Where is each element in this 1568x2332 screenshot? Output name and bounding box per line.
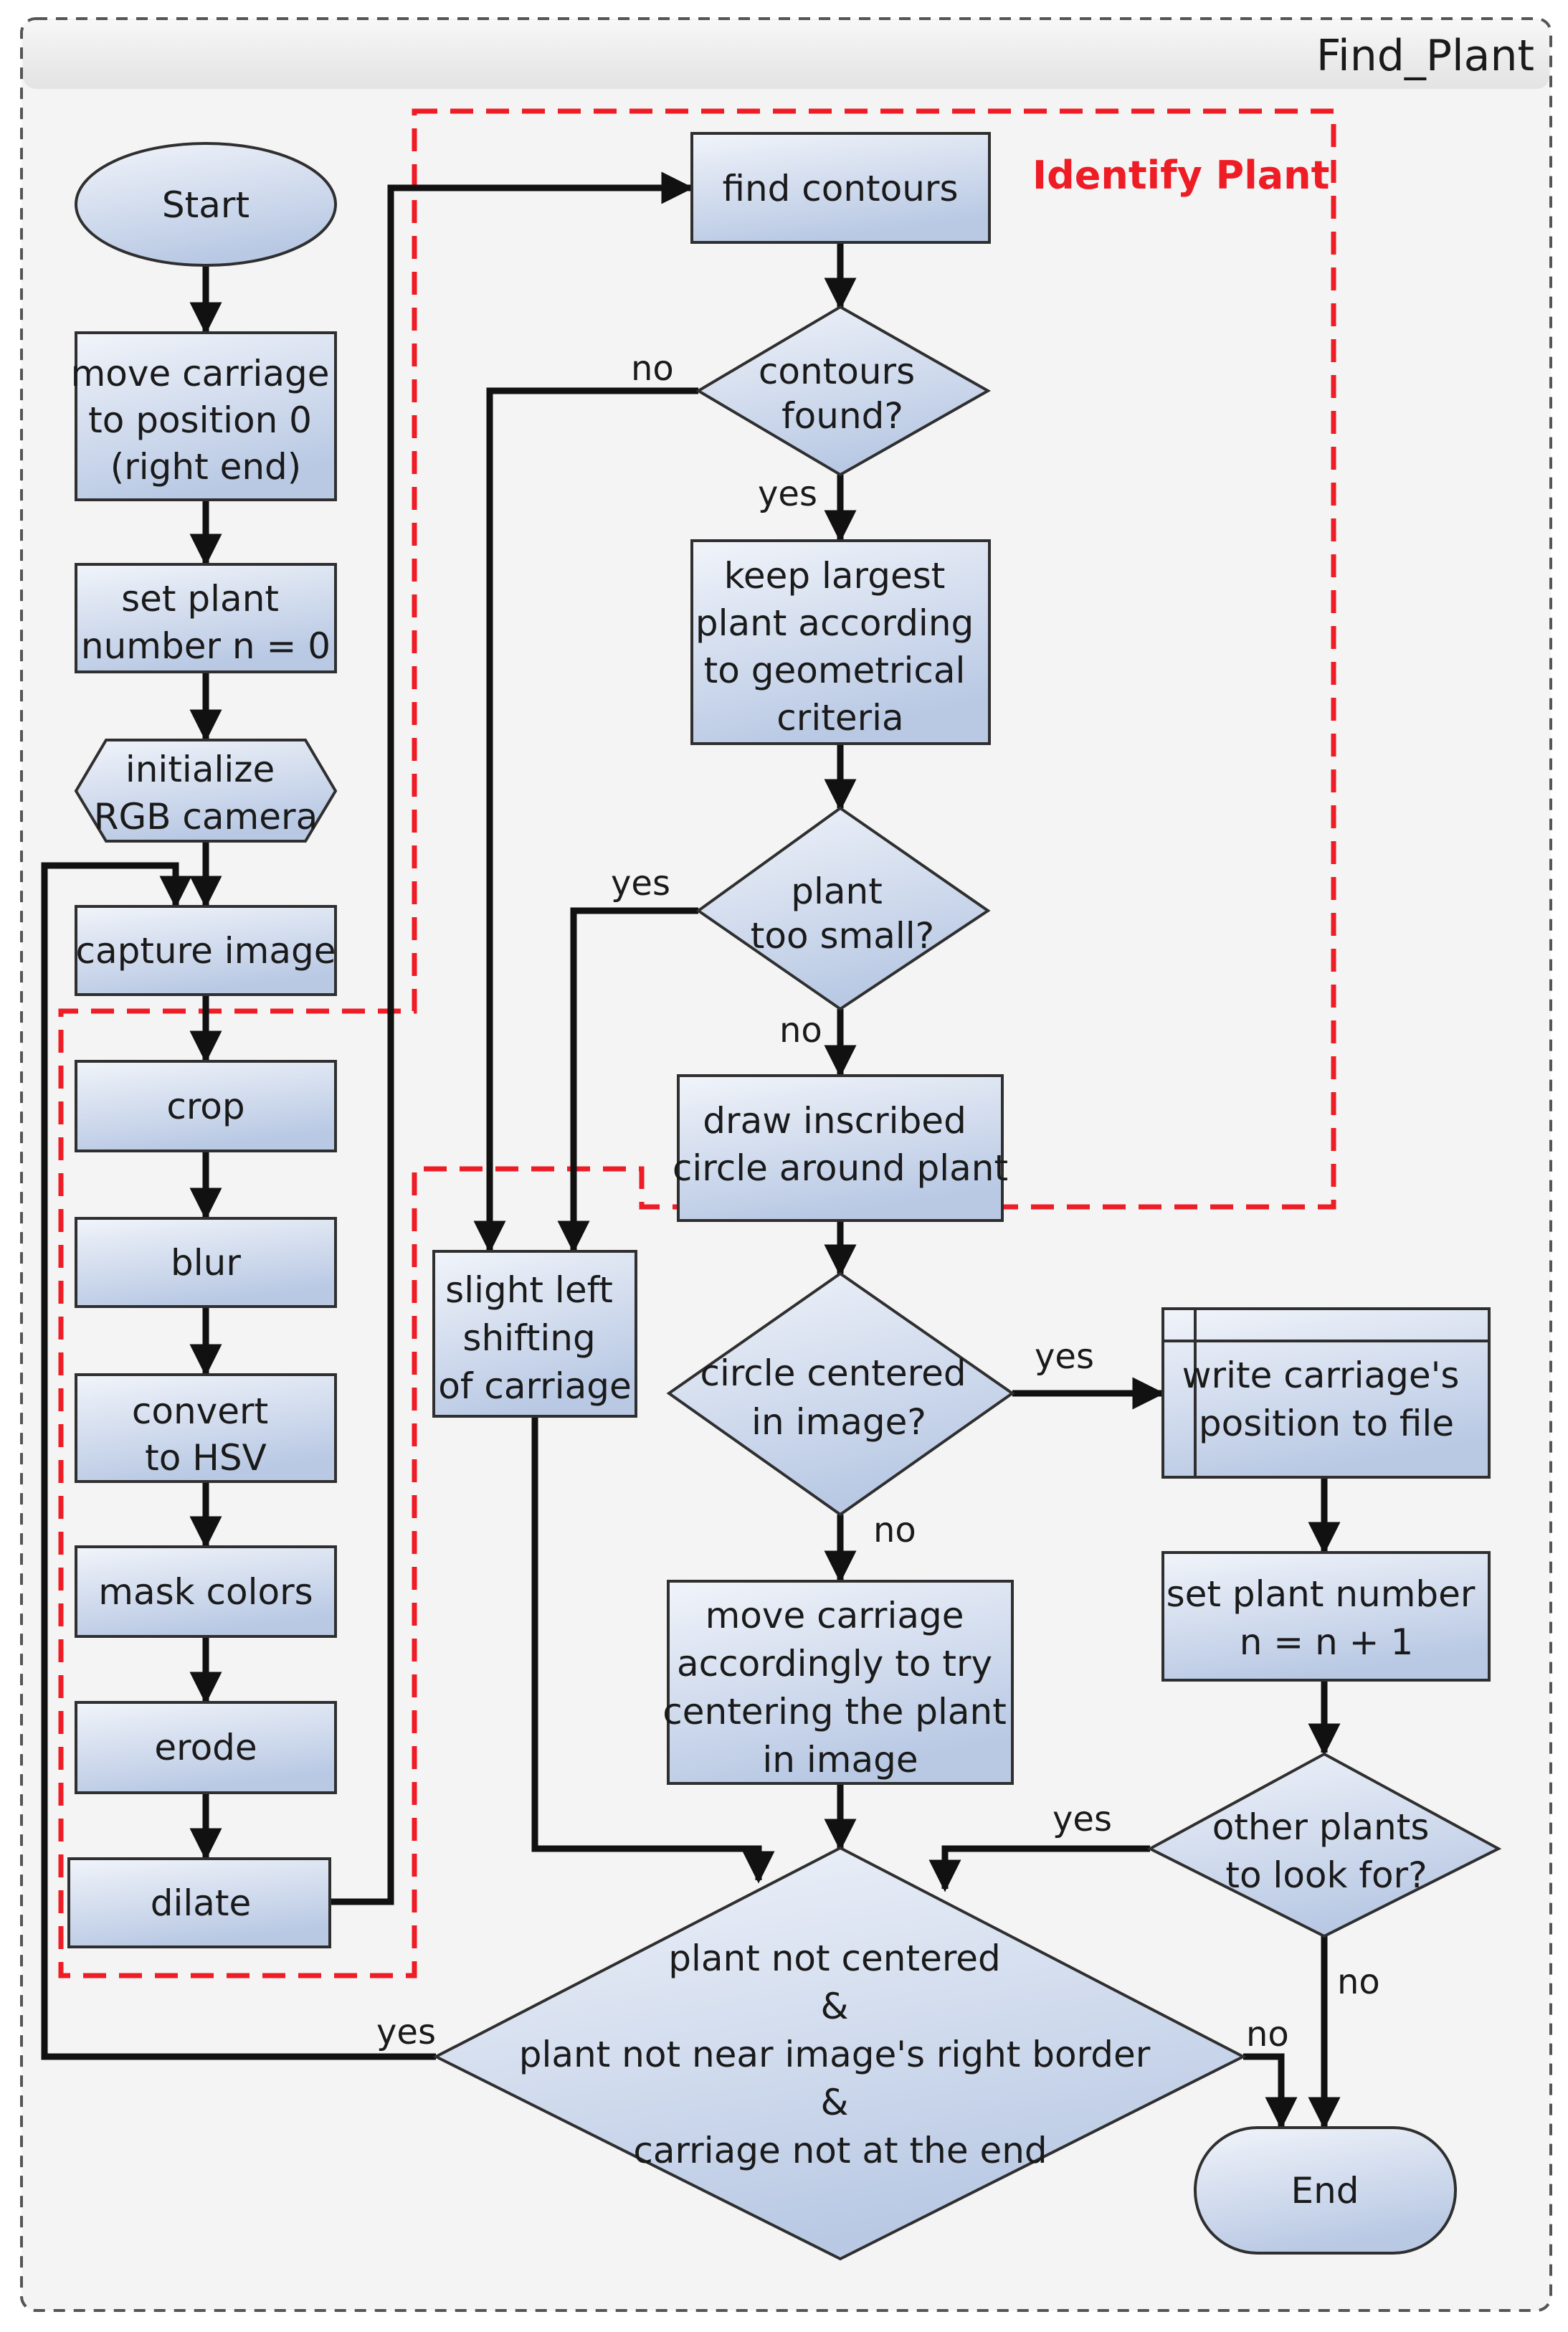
move-centering-label: move carriage accordingly to try centeri…: [662, 1595, 1018, 1781]
move-centering-node: [667, 1580, 1014, 1785]
set-n-increment-node: [1161, 1551, 1491, 1682]
slight-left-label: slight left shifting of carriage: [438, 1269, 631, 1407]
write-position-label: write carriage's position to file: [1182, 1355, 1471, 1444]
crop-label: crop: [166, 1086, 244, 1127]
find-contours-label: find contours: [722, 168, 958, 209]
data-store-lines: [1163, 1309, 1489, 1477]
edge-label-centered-no: no: [873, 1510, 916, 1550]
edges: [41, 171, 1341, 2130]
erode-label: erode: [154, 1727, 257, 1768]
node-labels: Start move carriage to position 0 (right…: [71, 168, 1487, 2212]
start-label: Start: [162, 184, 250, 226]
start-node: [75, 142, 337, 267]
circle-centered-node: [666, 1271, 1015, 1517]
mask-colors-label: mask colors: [98, 1571, 313, 1613]
edge-labels: no yes yes no yes no yes no yes no: [376, 349, 1380, 2054]
set-plant-number-node: [75, 563, 337, 673]
circle-centered-label: circle centered in image?: [700, 1352, 977, 1443]
move-carriage-label: move carriage to position 0 (right end): [71, 353, 341, 488]
edge-label-small-no: no: [779, 1010, 822, 1051]
draw-circle-node: [677, 1074, 1004, 1222]
blur-node: [75, 1217, 337, 1308]
dilate-label: dilate: [151, 1882, 252, 1924]
mask-colors-node: [75, 1545, 337, 1638]
edge-label-small-yes: yes: [611, 863, 670, 904]
set-n-increment-label: set plant number n = n + 1: [1167, 1573, 1487, 1663]
blur-label: blur: [171, 1242, 241, 1284]
move-carriage-node: [75, 331, 337, 501]
edge-label-contours-yes: yes: [758, 474, 817, 514]
initialize-camera-label: initialize RGB camera: [94, 749, 318, 838]
find-contours-node: [690, 132, 991, 244]
capture-image-label: capture image: [75, 930, 336, 972]
diagram-title: Find_Plant: [1316, 31, 1534, 81]
initialize-camera-node: [74, 739, 338, 843]
draw-circle-label: draw inscribed circle around plant: [673, 1100, 1008, 1189]
contours-found-node: [695, 305, 992, 477]
convert-hsv-label: convert to HSV: [132, 1390, 280, 1479]
edge-label-big-yes: yes: [376, 2012, 436, 2052]
crop-node: [75, 1060, 337, 1152]
other-plants-node: [1146, 1752, 1502, 1938]
identify-plant-region: [58, 108, 1336, 1978]
big-decision-label: plant not centered & plant not near imag…: [519, 1938, 1162, 2171]
nodes: [67, 132, 1502, 2261]
convert-hsv-node: [75, 1373, 337, 1483]
contours-found-label: contours found?: [759, 351, 926, 437]
end-label: End: [1291, 2170, 1359, 2212]
edge-label-other-no: no: [1337, 1962, 1380, 2002]
keep-largest-label: keep largest plant according to geometri…: [695, 555, 985, 739]
slight-left-node: [432, 1250, 637, 1418]
edge-label-big-no: no: [1246, 2014, 1289, 2054]
too-small-label: plant too small?: [751, 871, 934, 957]
capture-image-node: [75, 905, 337, 996]
edge-label-other-yes: yes: [1053, 1799, 1112, 1839]
other-plants-label: other plants to look for?: [1212, 1806, 1441, 1896]
keep-largest-node: [690, 539, 991, 745]
identify-plant-label: Identify Plant: [1032, 153, 1329, 198]
big-decision-node: [432, 1846, 1247, 2261]
erode-node: [75, 1701, 337, 1794]
end-node: [1194, 2126, 1457, 2255]
too-small-node: [695, 806, 991, 1011]
edge-label-centered-yes: yes: [1035, 1337, 1094, 1377]
write-position-node: [1161, 1307, 1491, 1479]
set-plant-number-label: set plant number n = 0: [81, 578, 331, 667]
dilate-node: [67, 1857, 331, 1948]
edge-label-contours-no: no: [631, 349, 674, 389]
